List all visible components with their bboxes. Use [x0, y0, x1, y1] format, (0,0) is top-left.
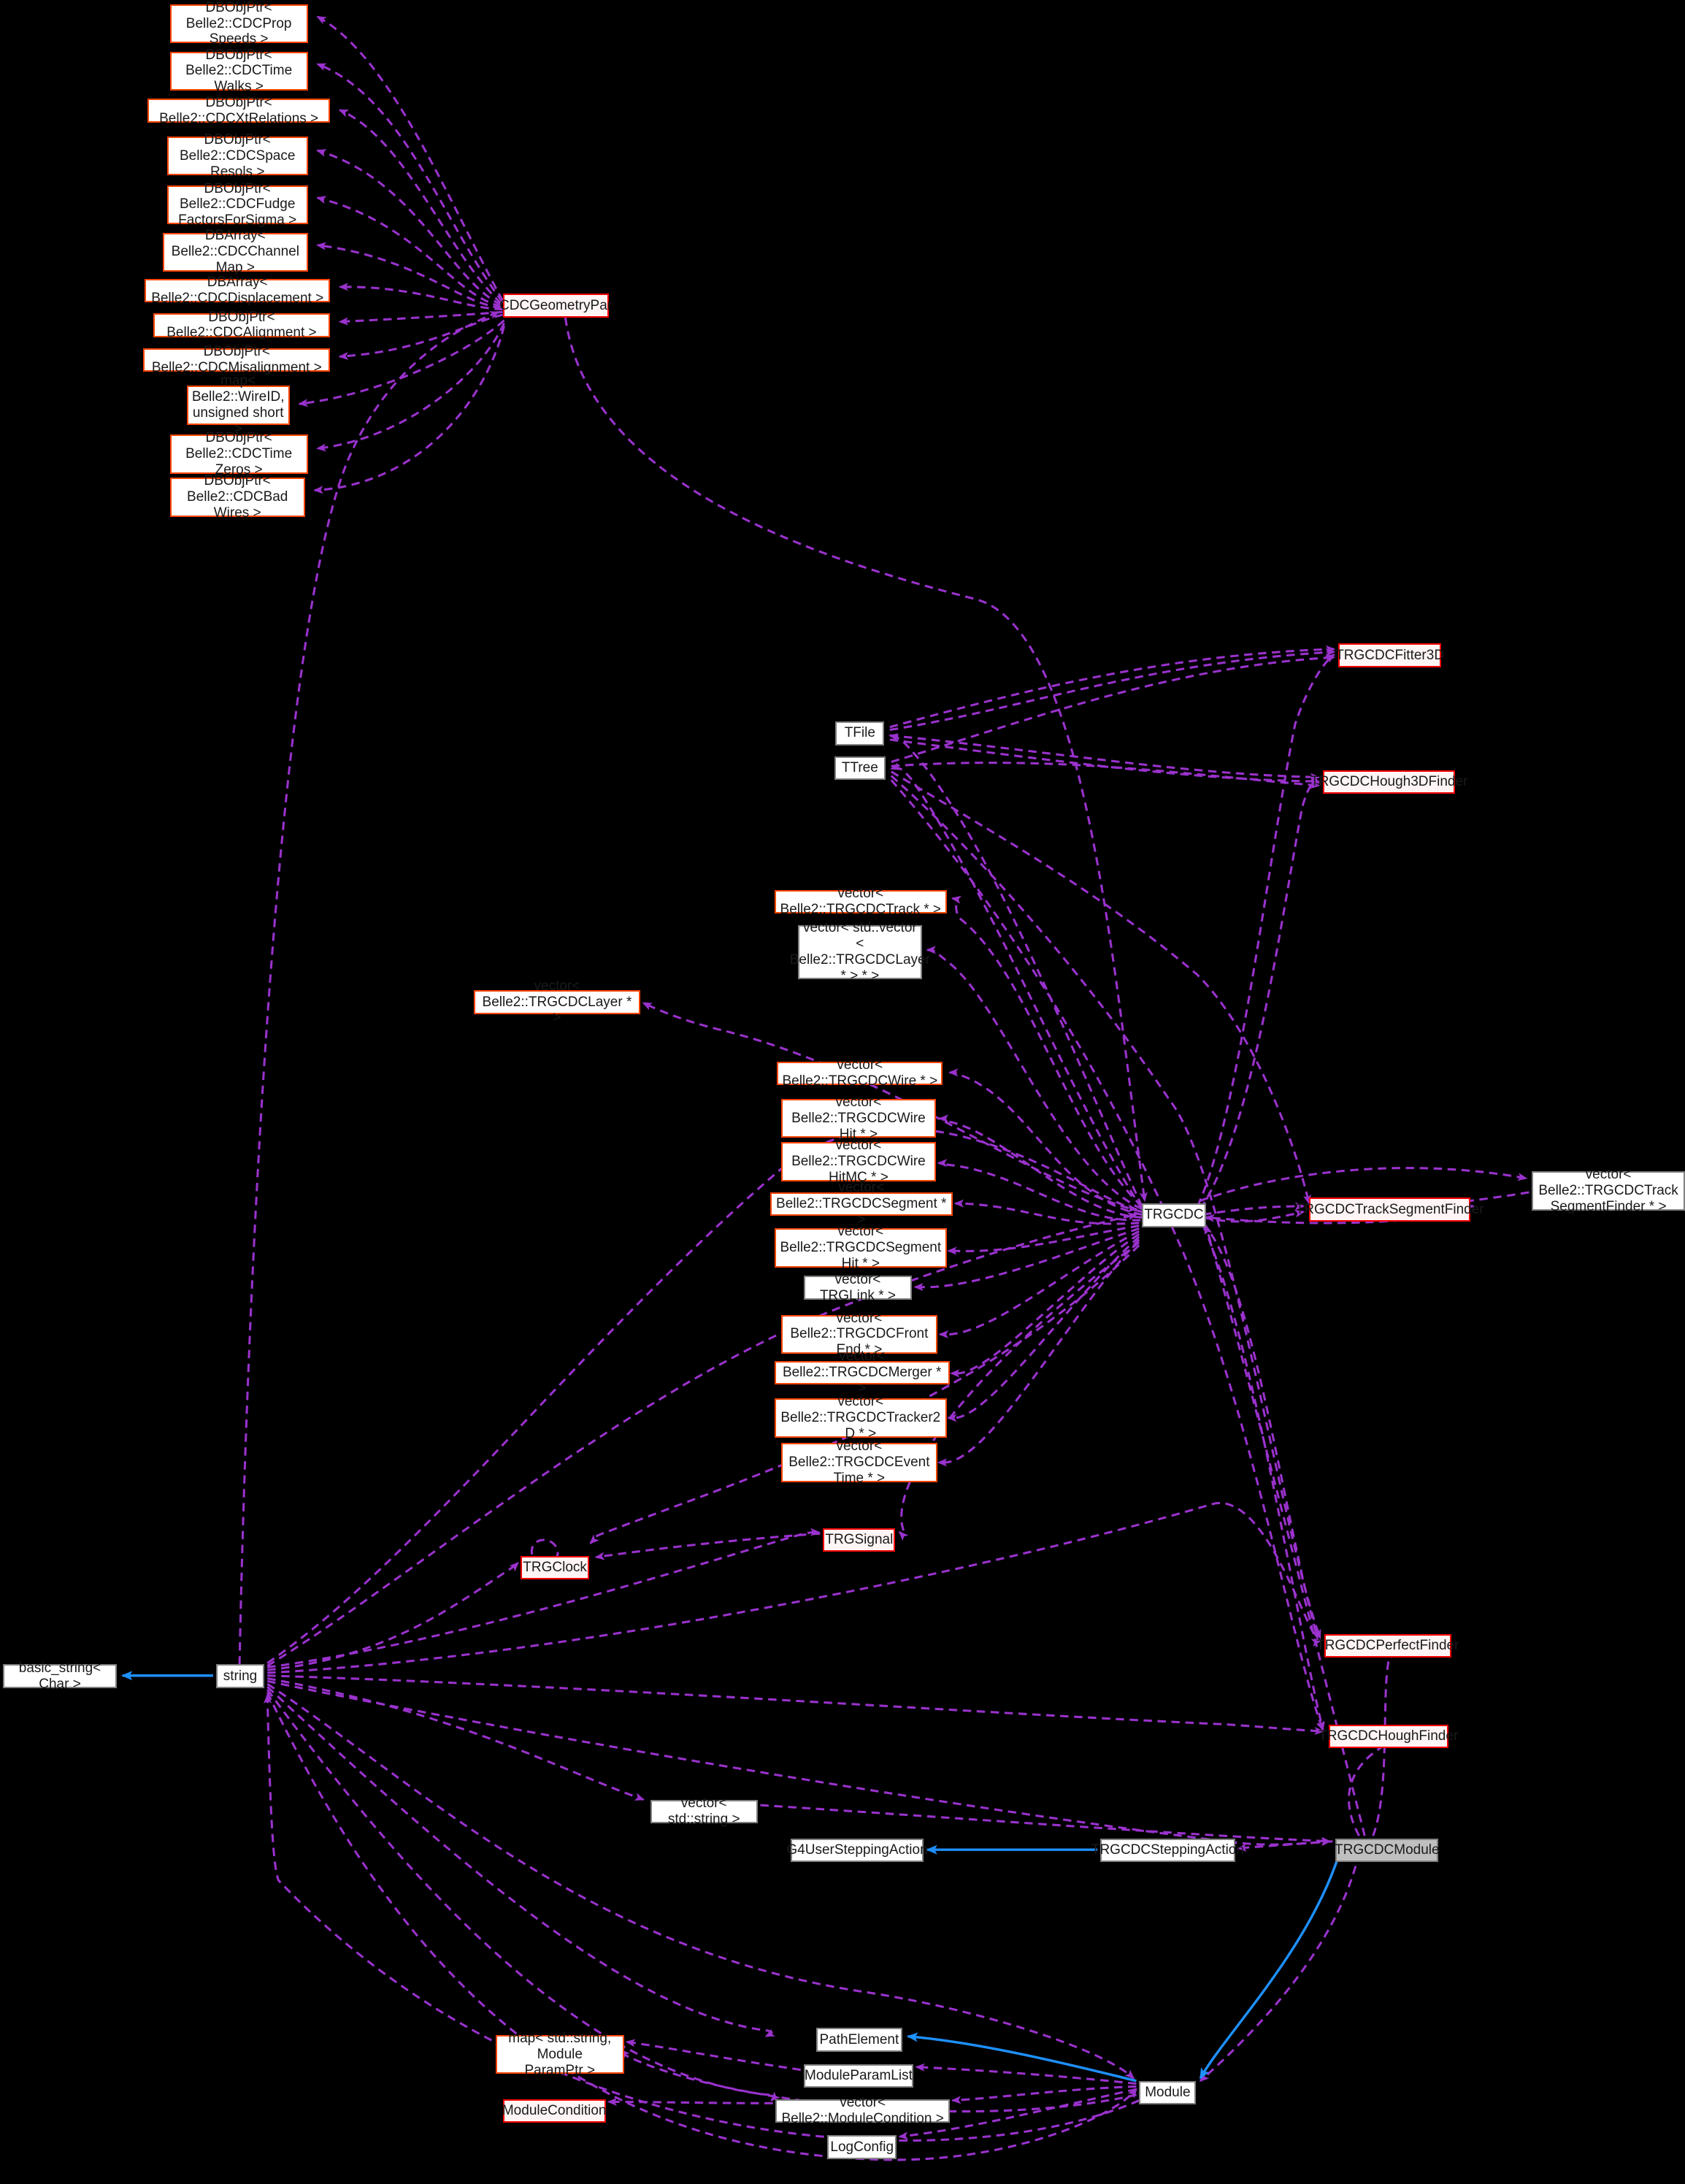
- class-node[interactable]: TRGCDCHoughFinder: [1319, 1724, 1458, 1748]
- class-node[interactable]: DBObjPtr< Belle2::CDCTime Walks >: [169, 47, 308, 94]
- class-node[interactable]: TRGCDCTrackSegmentFinder: [1296, 1198, 1484, 1222]
- class-node[interactable]: DBObjPtr< Belle2::CDCMisalignment >: [143, 344, 331, 375]
- class-node[interactable]: vector< Belle2::TRGCDCWire * >: [777, 1057, 943, 1089]
- class-node[interactable]: vector< Belle2::TRGCDCTracker2 D * >: [774, 1394, 948, 1441]
- class-node[interactable]: TRGCDCSteppingAction: [1091, 1838, 1244, 1863]
- class-node[interactable]: vector< Belle2::TRGCDCWire Hit * >: [781, 1095, 936, 1142]
- class-node[interactable]: TTree: [834, 756, 886, 781]
- class-node[interactable]: vector< Belle2::TRGCDCMerger * >: [774, 1349, 950, 1396]
- class-node[interactable]: vector< std::string >: [650, 1796, 758, 1827]
- class-node[interactable]: DBObjPtr< Belle2::CDCAlignment >: [153, 310, 331, 340]
- class-node[interactable]: DBObjPtr< Belle2::CDCFudge FactorsForSig…: [166, 181, 308, 228]
- class-node[interactable]: TRGSignal: [823, 1528, 896, 1552]
- class-node[interactable]: map< Belle2::WireID, unsigned short >: [186, 373, 290, 437]
- class-node[interactable]: TRGCDCPerfectFinder: [1316, 1633, 1459, 1658]
- class-node[interactable]: TRGClock: [521, 1555, 589, 1580]
- inheritance-edges: [120, 1671, 1341, 2083]
- class-node[interactable]: TRGCDCModule: [1335, 1838, 1440, 1863]
- class-node[interactable]: vector< std::vector < Belle2::TRGCDCLaye…: [789, 920, 930, 984]
- class-node[interactable]: DBArray< Belle2::CDCDisplacement >: [145, 275, 331, 306]
- class-node[interactable]: PathElement: [815, 2028, 902, 2052]
- class-node[interactable]: Module: [1139, 2080, 1197, 2105]
- class-node[interactable]: ModuleCondition: [502, 2099, 606, 2123]
- class-node[interactable]: ModuleParamList: [803, 2064, 914, 2088]
- class-node[interactable]: vector< TRGLink * >: [803, 1272, 913, 1303]
- class-node[interactable]: basic_string< Char >: [2, 1660, 118, 1692]
- class-node[interactable]: vector< Belle2::ModuleCondition >: [775, 2095, 950, 2126]
- class-node[interactable]: LogConfig: [827, 2135, 897, 2159]
- class-node[interactable]: DBObjPtr< Belle2::CDCTime Zeros >: [169, 430, 308, 478]
- class-node[interactable]: DBArray< Belle2::CDCChannel Map >: [163, 228, 308, 275]
- class-node[interactable]: DBObjPtr< Belle2::CDCBad Wires >: [169, 473, 305, 521]
- class-node[interactable]: TFile: [835, 721, 885, 746]
- class-node[interactable]: CDCGeometryPar: [499, 294, 612, 318]
- class-node[interactable]: vector< Belle2::TRGCDCTrack SegmentFinde…: [1532, 1167, 1685, 1214]
- class-node[interactable]: vector< Belle2::TRGCDCLayer * >: [473, 978, 641, 1025]
- class-node[interactable]: string: [215, 1664, 265, 1688]
- class-node[interactable]: DBObjPtr< Belle2::CDCXtRelations >: [147, 95, 331, 126]
- class-node[interactable]: G4UserSteppingAction: [786, 1838, 928, 1863]
- class-node[interactable]: TRGCDCFitter3D: [1335, 643, 1444, 667]
- class-node[interactable]: map< std::string, Module ParamPtr >: [496, 2031, 624, 2078]
- class-node[interactable]: vector< Belle2::TRGCDCSegment Hit * >: [774, 1224, 948, 1271]
- class-node[interactable]: DBObjPtr< Belle2::CDCProp Speeds >: [169, 0, 308, 47]
- class-node[interactable]: TRGCDC: [1142, 1203, 1206, 1227]
- class-node[interactable]: vector< Belle2::TRGCDCFront End * >: [781, 1311, 937, 1357]
- class-node[interactable]: DBObjPtr< Belle2::CDCSpace Resols >: [166, 132, 308, 180]
- class-node[interactable]: vector< Belle2::TRGCDCTrack * >: [774, 886, 948, 917]
- class-node[interactable]: vector< Belle2::TRGCDCSegment * >: [769, 1180, 953, 1227]
- class-node[interactable]: vector< Belle2::TRGCDCWire HitMC * >: [781, 1138, 936, 1185]
- class-node[interactable]: TRGCDCHough3DFinder: [1310, 770, 1467, 794]
- class-node[interactable]: vector< Belle2::TRGCDCEvent Time * >: [781, 1438, 937, 1486]
